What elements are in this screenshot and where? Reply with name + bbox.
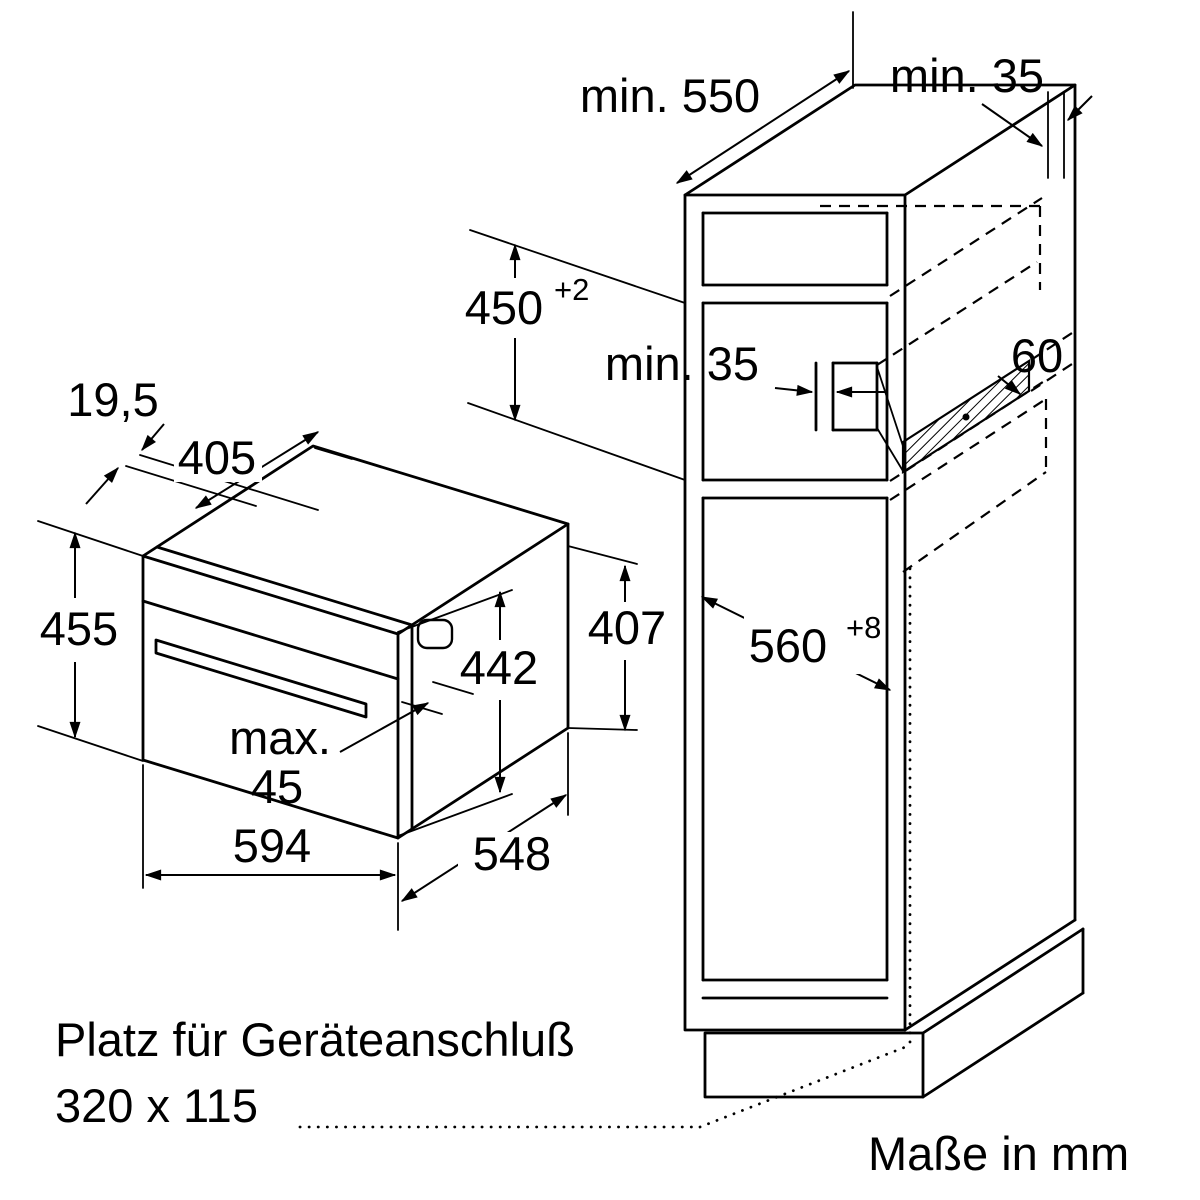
units-note: Maße in mm: [868, 1127, 1129, 1180]
dim-label-45: 45: [251, 760, 303, 813]
footer-notes: Platz für Geräteanschluß 320 x 115 Maße …: [55, 1013, 1129, 1180]
dim-label-min35-top: min. 35: [890, 49, 1044, 102]
dim-label-405: 405: [178, 431, 256, 484]
dim-label-450-sup: +2: [554, 272, 589, 307]
dim-niche-depth-560: 560 +8: [700, 596, 892, 691]
dim-label-450: 450: [465, 281, 543, 334]
dim-label-560: 560: [749, 619, 827, 672]
dim-label-60: 60: [1011, 329, 1063, 382]
cabinet-outline: [683, 83, 1077, 1032]
dim-oven-depth-548: 548: [400, 732, 569, 902]
dim-handle-max-45: max. 45: [229, 681, 474, 813]
dim-label-442: 442: [460, 641, 538, 694]
dim-niche-height-450: 450 +2: [458, 229, 686, 481]
dim-oven-door-height-442: 442: [397, 589, 547, 837]
dim-oven-door-proud-19-5-and-depth-405: 19,5 405: [67, 373, 353, 511]
dim-oven-rear-height-407: 407: [567, 545, 672, 732]
dim-label-560-sup: +8: [846, 610, 881, 645]
dim-label-min35-niche: min. 35: [605, 337, 759, 390]
dim-cabinet-rear-gap-top-min35: min. 35: [890, 49, 1093, 179]
dim-vent-width-60: 60: [997, 329, 1063, 395]
oven-handle: [154, 638, 368, 719]
dim-label-407: 407: [588, 601, 666, 654]
dim-oven-width-594: 594: [142, 764, 399, 931]
connection-space-note-line1: Platz für Geräteanschluß: [55, 1013, 575, 1066]
vent-center-dot: [962, 413, 970, 421]
dim-cabinet-depth-min550: min. 550: [580, 11, 854, 184]
connection-space-leader: [298, 563, 912, 1129]
dim-label-455: 455: [40, 602, 118, 655]
connection-space-note-line2: 320 x 115: [55, 1079, 258, 1132]
side-grip-recess: [416, 618, 454, 650]
dim-label-594: 594: [233, 819, 311, 872]
vent-channel: [814, 358, 1031, 475]
dim-label-max: max.: [229, 711, 331, 764]
dim-label-548: 548: [473, 827, 551, 880]
dim-oven-height-455: 455: [37, 520, 144, 762]
dim-label-min550: min. 550: [580, 69, 760, 122]
cabinet-plinth: [703, 927, 1085, 1099]
dim-label-19-5: 19,5: [67, 373, 158, 426]
dim-niche-rear-gap-min35: min. 35: [605, 337, 888, 398]
